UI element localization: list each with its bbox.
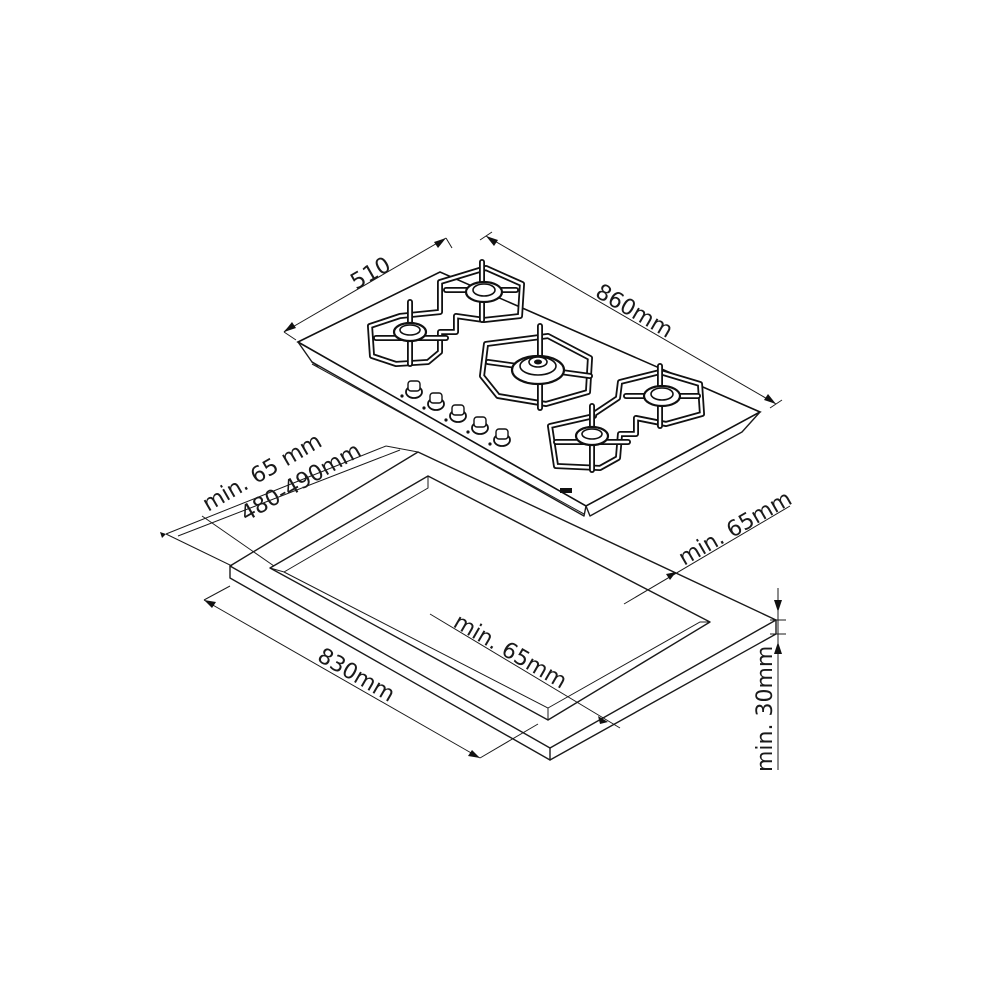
width-label: 860mm	[591, 280, 677, 344]
control-knob-2	[427, 392, 445, 411]
hob-right-edge	[585, 411, 761, 517]
side-clearance-label: min. 65mm	[675, 486, 797, 571]
brand-plate	[560, 488, 572, 493]
control-knob-5	[493, 428, 511, 447]
control-knob-4	[471, 416, 489, 435]
hob-glass-surface	[296, 271, 762, 507]
cutout-width-label: 830mm	[313, 644, 399, 708]
countertop	[229, 451, 777, 761]
control-knob-1	[405, 380, 423, 399]
hob-dimensions	[283, 231, 783, 409]
thickness-label: min. 30mm	[753, 646, 778, 772]
hob	[296, 259, 762, 517]
depth-label: 510	[347, 253, 396, 296]
cutout-dimensions	[160, 445, 791, 770]
burner-front	[574, 425, 610, 447]
countertop-cutout	[269, 475, 711, 721]
burner-right	[642, 384, 682, 408]
back-clearance-label: min. 65mm	[449, 610, 571, 695]
burner-wok	[510, 354, 566, 386]
burner-left	[392, 321, 428, 343]
control-knob-3	[449, 404, 467, 423]
burner-rear	[464, 280, 504, 304]
